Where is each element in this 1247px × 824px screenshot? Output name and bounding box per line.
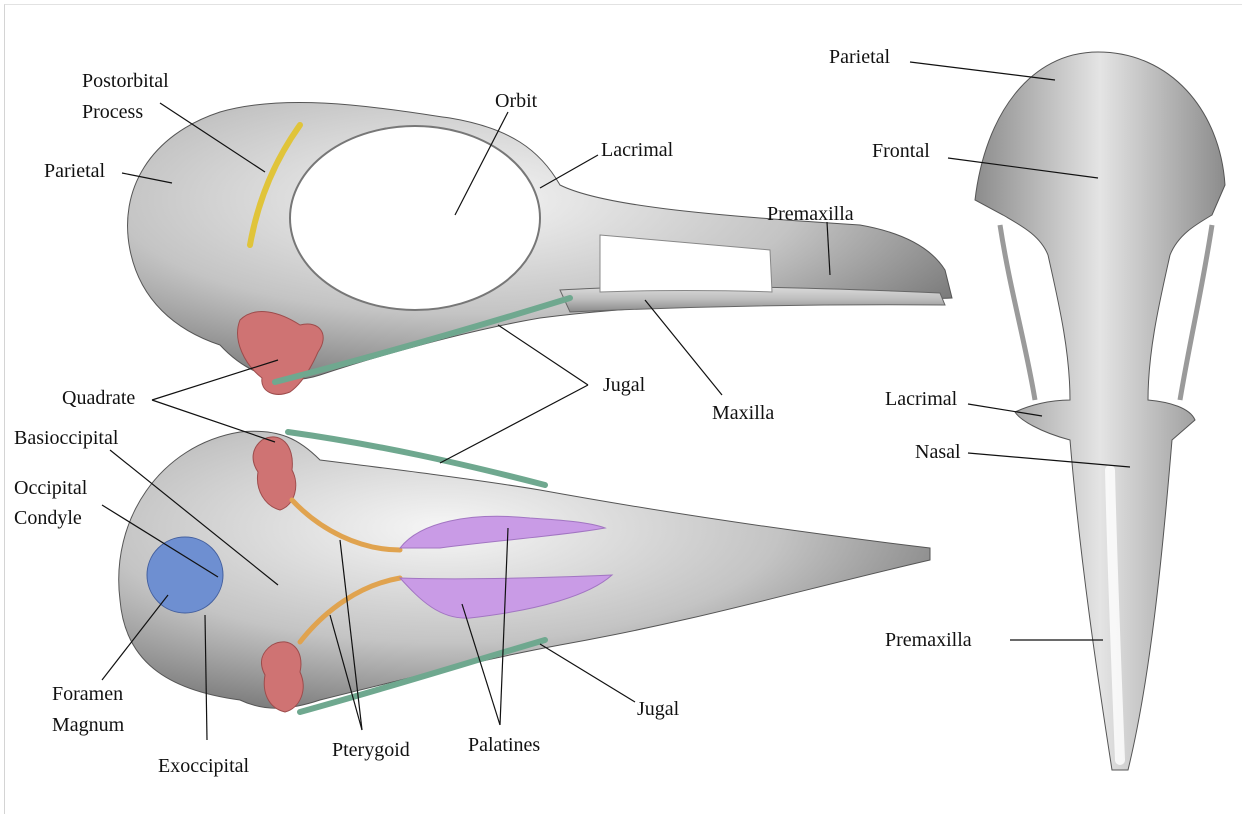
figure-frame (4, 4, 1242, 814)
